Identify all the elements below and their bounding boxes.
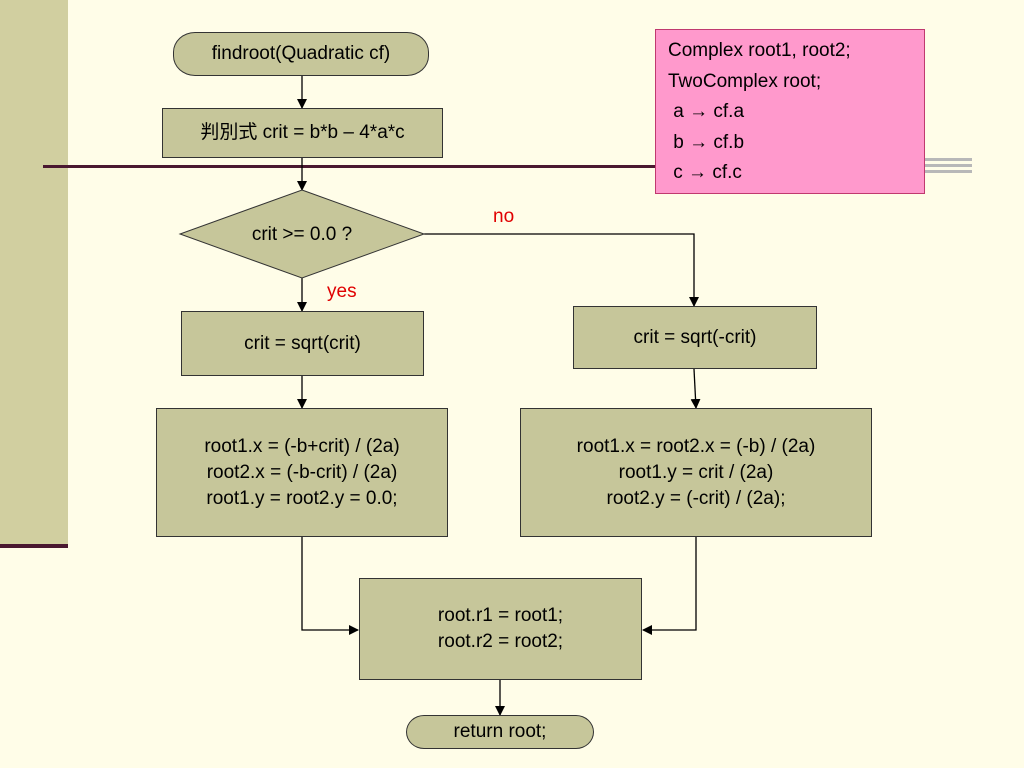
note-line: TwoComplex root;	[668, 70, 822, 92]
real-roots-line: root2.x = (-b-crit) / (2a)	[206, 461, 398, 483]
declarations-note: Complex root1, root2; TwoComplex root; a…	[655, 29, 925, 194]
discriminant-box: 判別式 crit = b*b – 4*a*c	[162, 108, 443, 158]
complex-sqrt-box: crit = sqrt(-crit)	[573, 306, 817, 369]
arrow-complex-sqrt-to-assign	[690, 368, 701, 409]
complex-sqrt-label: crit = sqrt(-crit)	[633, 326, 757, 348]
return-node-label: return root;	[453, 721, 547, 742]
return-node: return root;	[406, 715, 594, 749]
title-rule	[43, 165, 655, 168]
note-line: c → cf.c	[668, 162, 742, 183]
real-roots-line: root1.x = (-b+crit) / (2a)	[204, 435, 400, 457]
note-line: b → cf.b	[668, 131, 745, 153]
arrow-real-assign-to-merge	[301, 537, 359, 635]
merge-line: root.r2 = root2;	[437, 631, 564, 652]
real-roots-box: root1.x = (-b+crit) / (2a) root2.x = (-b…	[156, 408, 448, 537]
left-sidebar-band	[0, 0, 68, 545]
branch-label-yes: yes	[327, 281, 357, 302]
real-sqrt-label: crit = sqrt(crit)	[244, 332, 361, 354]
real-sqrt-box: crit = sqrt(crit)	[181, 311, 424, 376]
complex-roots-line: root1.x = root2.x = (-b) / (2a)	[576, 435, 816, 457]
complex-roots-line: root1.y = crit / (2a)	[618, 461, 774, 483]
start-node-label: findroot(Quadratic cf)	[211, 43, 391, 64]
note-line: a → cf.a	[668, 101, 745, 122]
branch-label-no: no	[493, 206, 515, 227]
arrow-decision-no	[424, 233, 699, 307]
sidebar-rule	[0, 544, 68, 548]
complex-roots-box: root1.x = root2.x = (-b) / (2a) root1.y …	[520, 408, 872, 537]
real-roots-line: root1.y = root2.y = 0.0;	[206, 487, 398, 509]
start-node: findroot(Quadratic cf)	[173, 32, 429, 76]
note-line: Complex root1, root2;	[668, 40, 851, 61]
merge-line: root.r1 = root1;	[437, 605, 564, 626]
merge-box: root.r1 = root1; root.r2 = root2;	[359, 578, 642, 680]
decorative-grey-bars	[924, 158, 972, 179]
discriminant-label: 判別式 crit = b*b – 4*a*c	[200, 122, 405, 143]
decision-diamond	[178, 189, 426, 279]
complex-roots-line: root2.y = (-crit) / (2a);	[606, 487, 786, 509]
arrow-complex-assign-to-merge	[642, 537, 697, 635]
decision-label: crit >= 0.0 ?	[251, 224, 353, 245]
